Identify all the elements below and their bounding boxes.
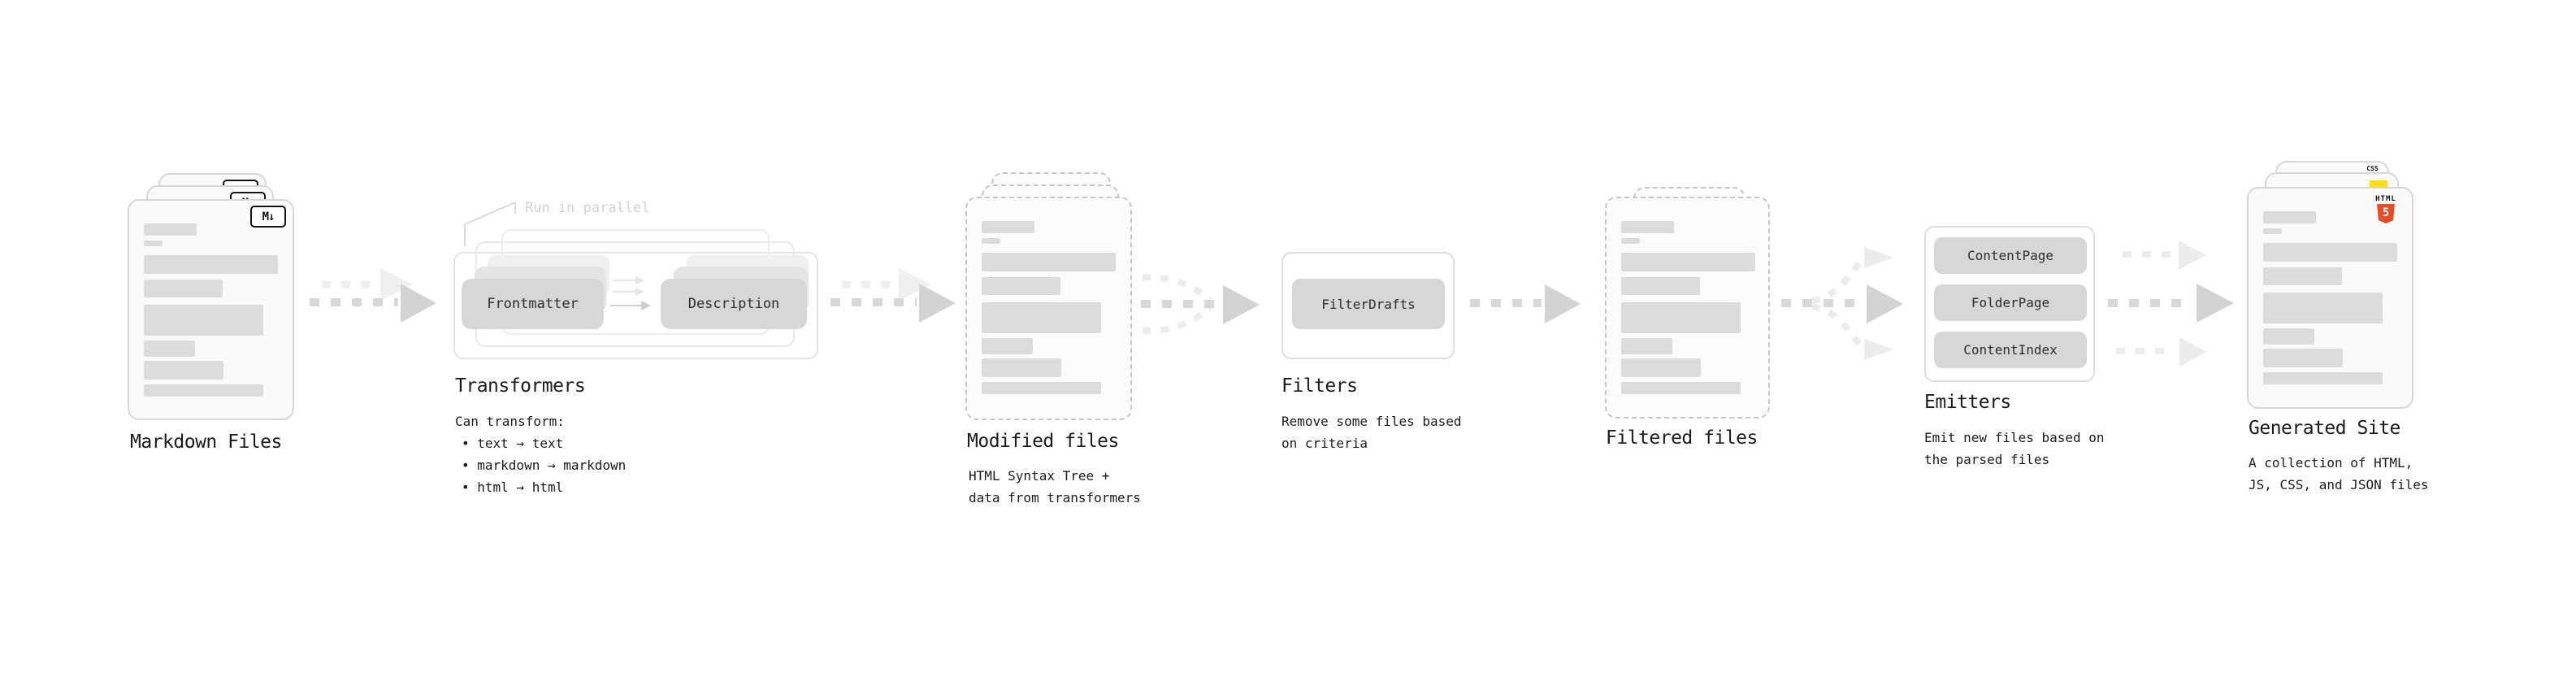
arrow-modified-to-filters (1141, 274, 1260, 334)
arrow-transformers-to-modified (830, 268, 956, 323)
arrow-emitters-to-generated (2108, 241, 2234, 367)
arrow-filtered-to-emitters (1781, 247, 1903, 360)
arrow-frontmatter-to-description (610, 276, 651, 310)
arrow-filters-to-filtered (1470, 284, 1581, 323)
parallel-callout-line (464, 201, 516, 246)
arrow-markdown-to-transformers (310, 268, 436, 323)
